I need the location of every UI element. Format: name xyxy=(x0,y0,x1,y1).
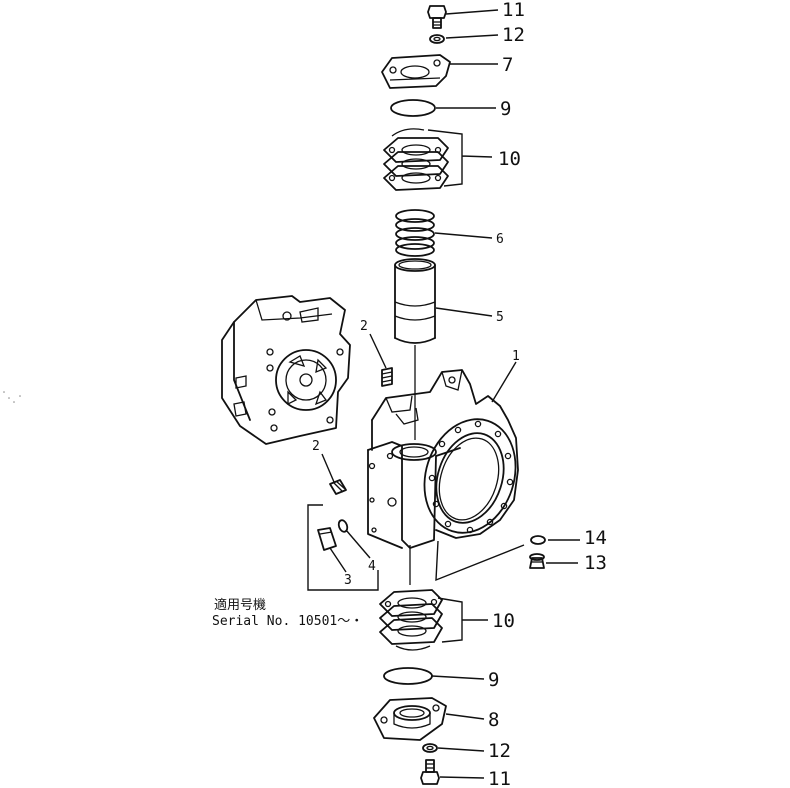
bolt-top-part-11 xyxy=(427,5,447,29)
plug-part-3 xyxy=(317,527,337,551)
callout-10-top: 10 xyxy=(498,148,521,170)
callout-9-top: 9 xyxy=(500,98,511,120)
bolt-bottom-part-11 xyxy=(420,759,440,785)
callout-2-lower: 2 xyxy=(312,439,320,454)
callout-labels: 11 12 7 9 10 6 5 2 1 2 14 13 4 3 10 9 8 … xyxy=(312,0,607,788)
callout-1: 1 xyxy=(512,349,520,364)
leader-lines xyxy=(321,9,580,779)
callout-7: 7 xyxy=(502,54,513,76)
callout-12-bottom: 12 xyxy=(488,740,511,762)
callout-11-top: 11 xyxy=(502,0,525,21)
cover-part-8 xyxy=(373,697,447,741)
callout-11-bottom: 11 xyxy=(488,768,511,788)
spring-part-6 xyxy=(395,209,435,257)
bracket-parts-3-4 xyxy=(307,504,379,591)
callout-12-top: 12 xyxy=(502,24,525,46)
shim-stack-bottom-part-10 xyxy=(379,589,443,651)
plug-lower-part-2 xyxy=(329,479,347,495)
callout-13: 13 xyxy=(584,552,607,574)
o-ring-part-4 xyxy=(337,519,349,533)
callout-6: 6 xyxy=(496,232,504,247)
callout-9-bottom: 9 xyxy=(488,669,499,691)
callout-5: 5 xyxy=(496,310,504,325)
washer-bottom-part-12 xyxy=(422,743,438,753)
sleeve-part-5 xyxy=(394,258,436,344)
applicability-heading: 適用号機 xyxy=(214,597,266,613)
washer-top-part-12 xyxy=(429,34,445,44)
scan-specks xyxy=(3,391,21,403)
case-part-1 xyxy=(367,369,519,549)
callout-2-upper: 2 xyxy=(360,319,368,334)
plug-part-13 xyxy=(529,553,545,569)
shim-stack-top-part-10 xyxy=(383,128,449,191)
callout-14: 14 xyxy=(584,527,607,549)
valve-plate-assembly xyxy=(221,295,351,445)
applicability-note: 適用号機 Serial No. 10501～・ xyxy=(212,597,363,629)
callout-4: 4 xyxy=(368,559,376,574)
callout-8: 8 xyxy=(488,709,499,731)
cover-part-7 xyxy=(381,54,451,89)
callout-10-bottom: 10 xyxy=(492,610,515,632)
plug-upper-part-2 xyxy=(381,367,393,387)
bracket-parts-13-14 xyxy=(435,540,525,582)
o-ring-part-14 xyxy=(530,535,546,545)
o-ring-bottom-part-9 xyxy=(383,667,433,685)
serial-number-range: Serial No. 10501～・ xyxy=(212,614,363,629)
axis-lines xyxy=(409,345,416,585)
o-ring-top-part-9 xyxy=(390,99,436,117)
callout-3: 3 xyxy=(344,573,352,588)
